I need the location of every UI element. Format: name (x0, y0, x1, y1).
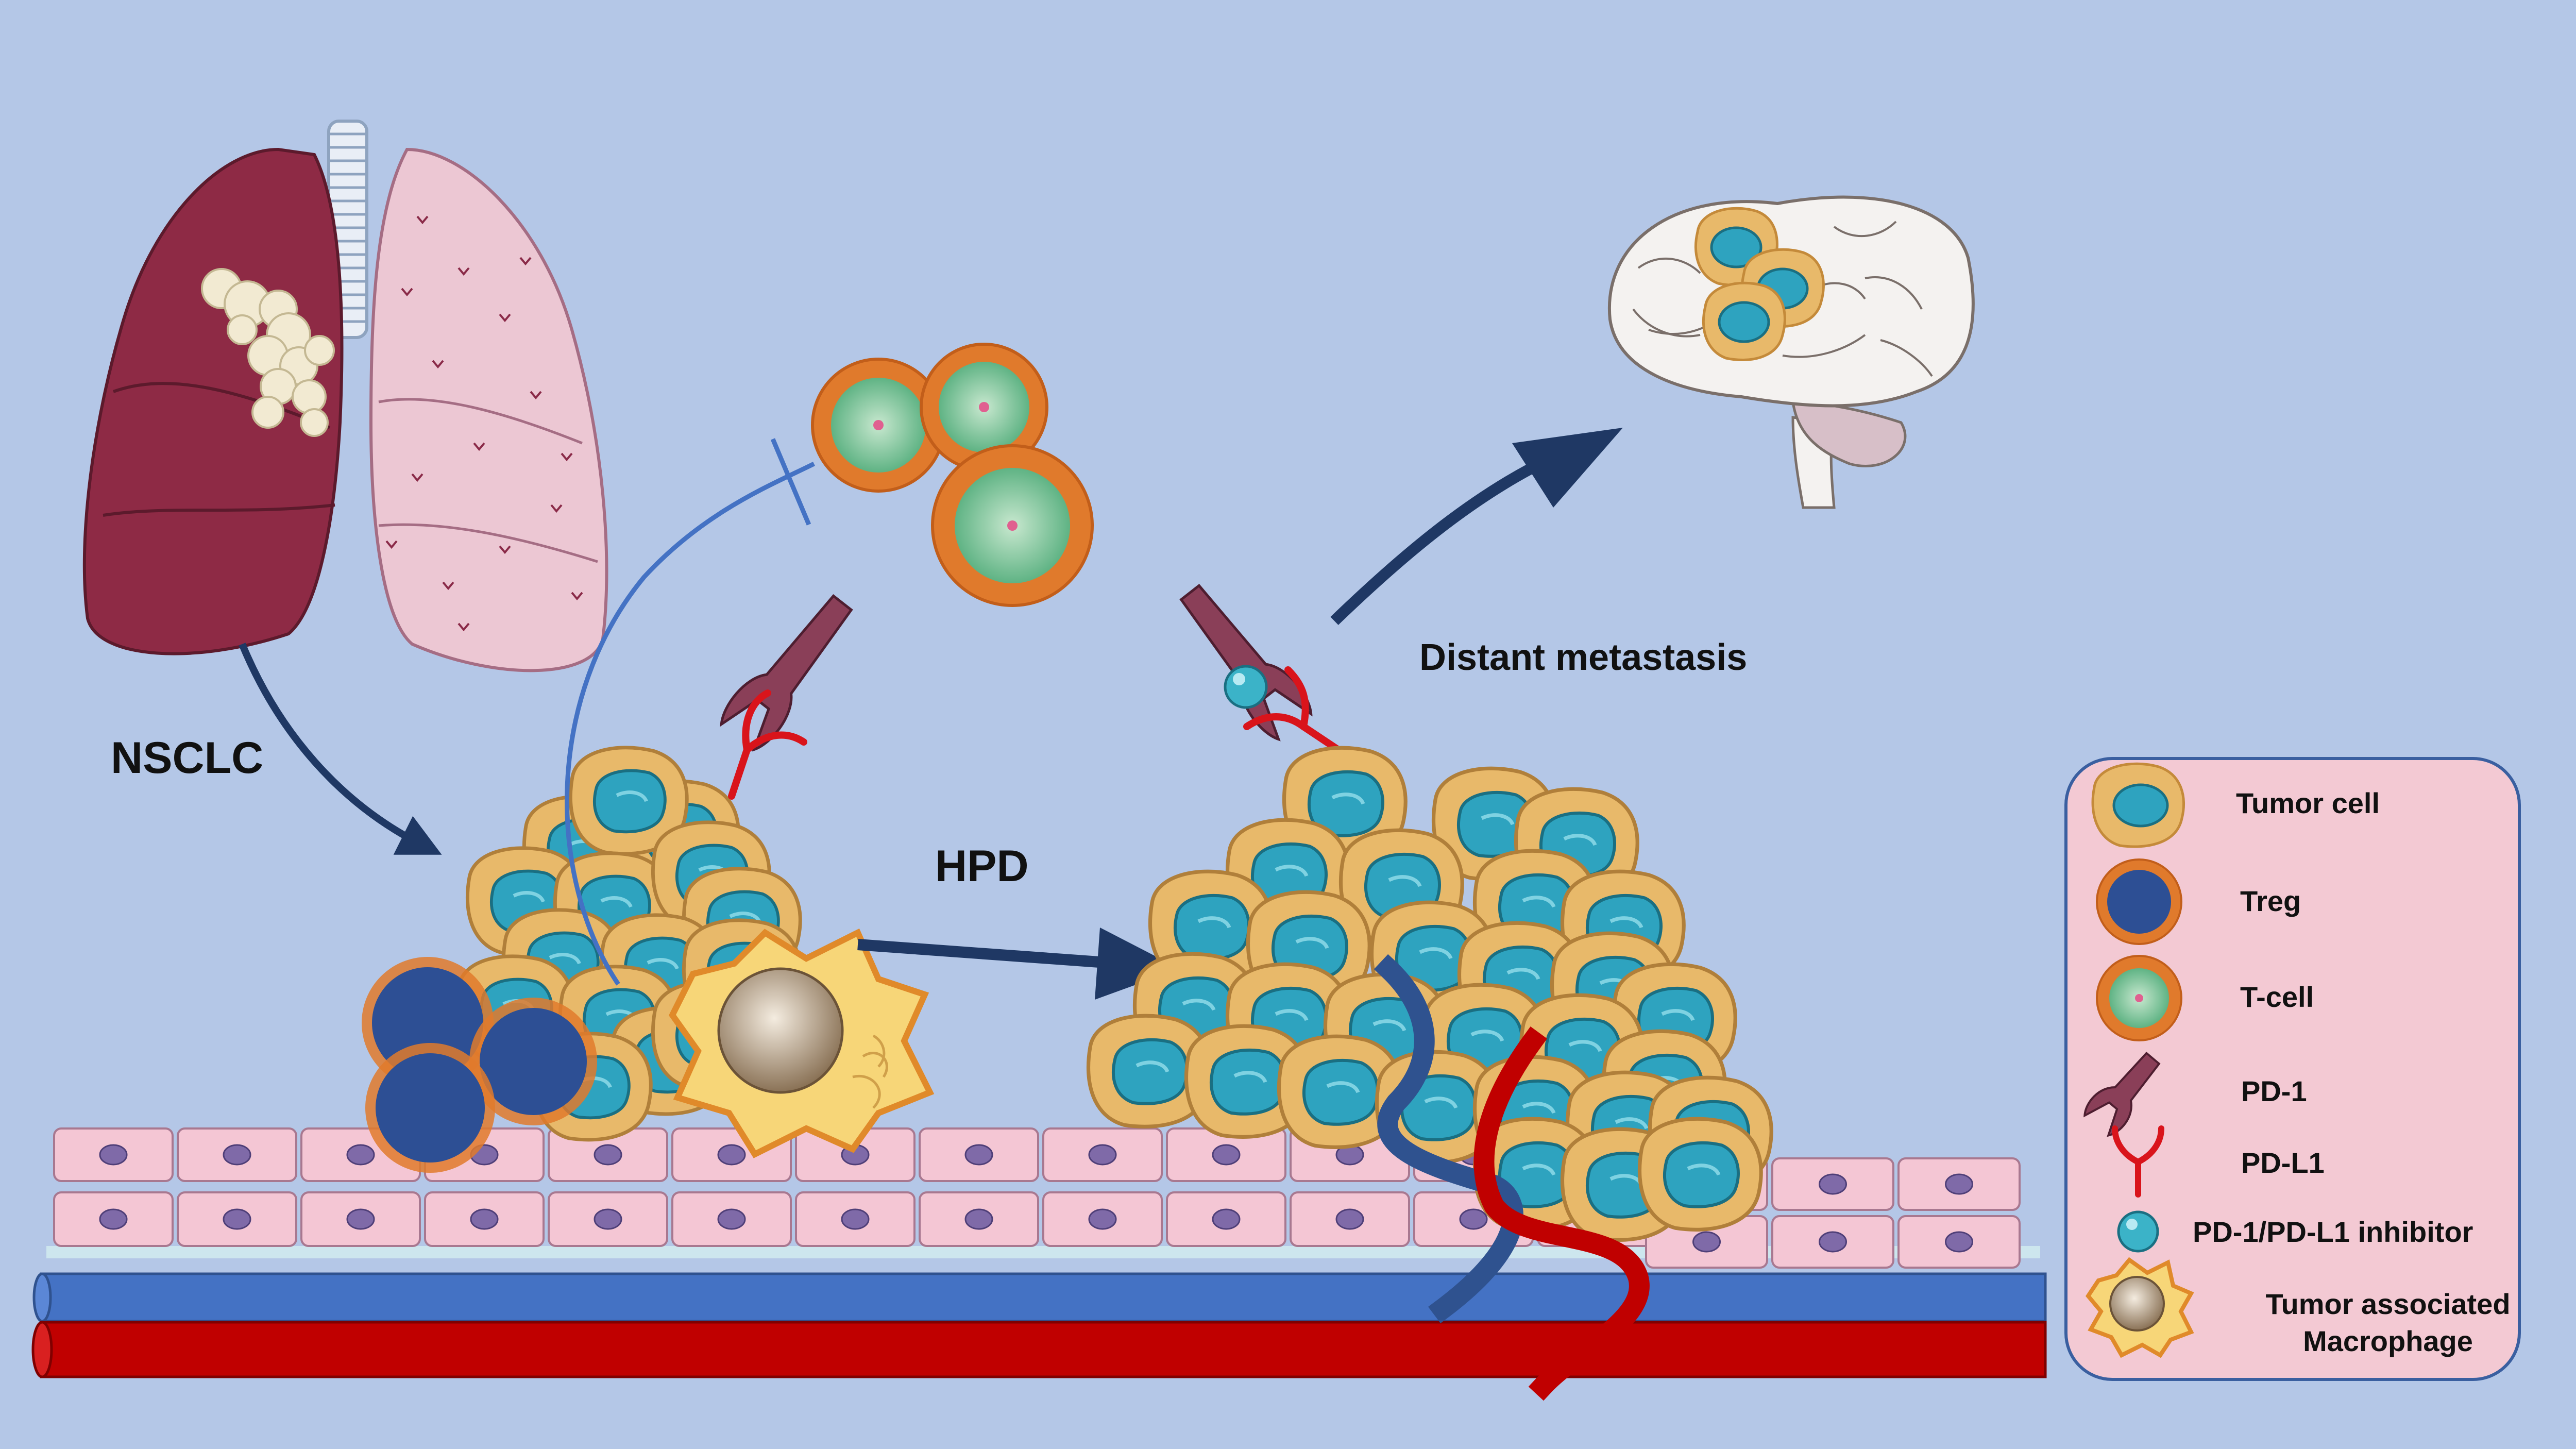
pd-1-receptor-left (720, 594, 853, 752)
inhibition-curve (565, 461, 816, 986)
blood-vessels (31, 1272, 2047, 1378)
epithelial-cell (919, 1191, 1039, 1247)
legend-treg: Treg (2240, 885, 2301, 917)
legend-tumor-cell: Tumor cell (2236, 787, 2380, 819)
hpd-arrow (857, 939, 1121, 969)
epithelial-cell (795, 1191, 916, 1247)
epithelial-cell (300, 1191, 421, 1247)
tumor-cell (568, 746, 689, 856)
t-cell-icon (2096, 955, 2182, 1041)
nsclc-arrow (239, 643, 442, 855)
metastasis-label: Distant metastasis (1419, 637, 1747, 678)
epithelial-cell (177, 1127, 297, 1182)
tumor-cell (1086, 1014, 1212, 1128)
pd-1-pd-l1-inhibitor (1224, 665, 1268, 709)
tumor-associated-macrophage (669, 928, 935, 1158)
hpd-label: HPD (935, 841, 1029, 891)
treg-cluster (362, 957, 597, 1173)
epithelial-cell (1166, 1127, 1286, 1182)
epithelial-cell (424, 1191, 545, 1247)
epithelial-cell (919, 1127, 1039, 1182)
t-cell-cluster (811, 343, 1094, 607)
pd-1-icon (2083, 1051, 2161, 1137)
macrophage-icon (2086, 1257, 2194, 1358)
epithelial-cell (1290, 1191, 1410, 1247)
vein (40, 1272, 2047, 1323)
epithelial-cell (1897, 1215, 2021, 1269)
legend-pd-l1: PD-L1 (2241, 1147, 2325, 1179)
inhibition-bar (770, 438, 811, 526)
epithelial-cell (53, 1127, 174, 1182)
epithelial-cell (53, 1191, 174, 1247)
artery (40, 1321, 2047, 1378)
brain-illustration (1607, 195, 1975, 509)
treg-icon (2096, 858, 2182, 945)
tumor-cell (1637, 1117, 1763, 1232)
pd-l1-ligand-left (728, 689, 807, 800)
legend-macrophage-line1: Tumor associated (2265, 1288, 2510, 1320)
legend: Tumor cell Treg T-cell PD-1 PD-L1 PD-1/P… (2064, 757, 2521, 1381)
metastasis-arrow (1330, 464, 1533, 625)
inhibitor-icon (2117, 1210, 2159, 1253)
epithelial-cell (1771, 1215, 1894, 1269)
hyperprogressive-tumor (1086, 746, 1773, 1242)
epithelial-cell (671, 1191, 792, 1247)
epithelial-cell (548, 1191, 668, 1247)
left-lung-diseased (82, 147, 344, 655)
nsclc-label: NSCLC (111, 733, 263, 783)
legend-inhibitor: PD-1/PD-L1 inhibitor (2193, 1216, 2473, 1248)
epithelium-layer (46, 1127, 2040, 1269)
legend-t-cell: T-cell (2240, 981, 2314, 1013)
pd-l1-icon (2112, 1125, 2164, 1198)
legend-macrophage-line2: Macrophage (2303, 1325, 2473, 1357)
lungs-illustration (82, 120, 608, 672)
legend-pd-1: PD-1 (2241, 1075, 2307, 1107)
lung-tumor-mass (201, 268, 335, 437)
epithelial-cell (177, 1191, 297, 1247)
epithelial-cell (1042, 1191, 1163, 1247)
epithelial-cell (1166, 1191, 1286, 1247)
epithelial-cell (1771, 1157, 1894, 1211)
epithelial-cell (1897, 1157, 2021, 1211)
tumor-cell (1277, 1034, 1402, 1149)
epithelial-cell (1042, 1127, 1163, 1182)
tumor-cell-icon (2091, 762, 2185, 848)
invading-artery (1473, 1026, 1650, 1401)
epithelial-cell (548, 1127, 668, 1182)
